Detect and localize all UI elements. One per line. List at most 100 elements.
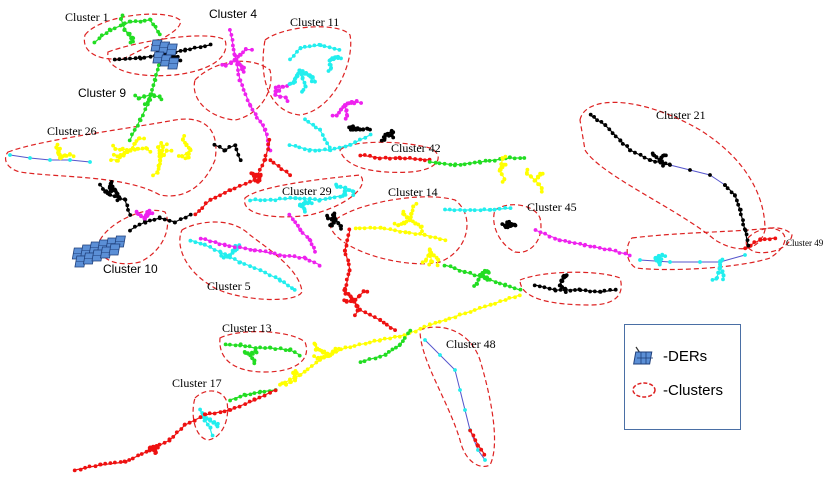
bus-node [388,156,392,161]
bus-node [212,142,217,147]
bus-node [229,33,234,37]
bus-node [628,148,633,153]
bus-node [312,354,316,358]
bus-node [343,144,348,149]
cluster-label-42: Cluster 42 [391,141,441,155]
bus-node [553,236,557,241]
bus-node [238,78,243,83]
bus-node [167,218,172,223]
bus-node [227,244,232,249]
bus-node [653,255,658,260]
bus-node [133,141,137,146]
bus-node [478,208,483,213]
bus-node [442,161,447,166]
bus-node [330,113,335,118]
bus-node [428,235,433,239]
bus-node [393,328,397,332]
bus-node [620,142,625,146]
bus-node [252,248,257,253]
bus-node [263,198,267,203]
bus-node [468,310,473,314]
bus-node [200,206,205,211]
bus-node [228,28,232,32]
bus-node [497,168,502,173]
bus-node [273,89,278,94]
bus-node [323,197,328,201]
bus-node [249,171,254,176]
bus-node [319,355,323,360]
bus-node [409,211,414,216]
bus-node [188,238,193,243]
bus-node [103,461,108,466]
bus-node [208,245,213,249]
bus-node [443,207,447,212]
bus-node [567,240,572,245]
bus-node [287,212,292,217]
bus-node [236,68,240,72]
bus-node [508,155,512,160]
cluster-10-boundary [98,209,169,265]
bus-node [268,390,272,395]
cluster-label-11: Cluster 11 [290,15,340,29]
bus-node [317,348,322,352]
bus-node [165,142,169,147]
bus-node [128,56,132,61]
bus-node [343,252,348,257]
bus-node [243,344,248,349]
bus-node [558,283,563,288]
bus-node [282,280,286,285]
bus-node [151,83,156,88]
bus-node [253,197,258,202]
bus-node [143,220,148,225]
bus-node [83,465,87,470]
bus-node [414,201,419,206]
bus-node [453,162,458,167]
bus-node [167,437,172,442]
bus-node [419,224,424,229]
bus-node [343,291,348,296]
bus-node [338,185,343,189]
bus-node [553,288,558,293]
bus-node [513,223,518,228]
bus-node [373,155,377,160]
bus-node [325,141,329,146]
bus-node [128,213,133,217]
bus-node [379,138,384,143]
bus-node [302,196,307,201]
bus-node [386,350,391,354]
bus-node [720,270,724,275]
bus-node [698,260,702,264]
bus-node [263,249,268,254]
bus-node [263,127,268,132]
bus-node [309,364,314,368]
bus-node [306,119,311,124]
bus-node [240,83,245,87]
cluster-label-4: Cluster 4 [209,7,258,21]
bus-node [316,355,320,360]
bus-node [627,253,632,258]
bus-node [394,345,398,350]
bus-node [308,74,313,79]
bus-node [413,232,418,237]
bus-node [481,274,485,278]
bus-node [130,36,134,40]
bus-node [377,338,382,343]
bus-node [547,234,552,239]
cluster-label-9: Cluster 9 [78,86,127,100]
bus-node [500,222,505,227]
bus-node [477,305,482,310]
bus-node [156,145,160,150]
bus-node [300,89,304,94]
bus-node [401,209,406,214]
bus-node [423,338,427,342]
bus-node [142,94,147,99]
bus-node [313,347,318,352]
bus-node [743,253,747,257]
bus-node [536,182,540,187]
bus-node [476,448,480,452]
bus-node [298,46,303,50]
bus-node [468,208,473,212]
cluster-13-boundary [219,331,308,373]
legend-ders-row: -DERs [631,345,707,367]
bus-node [660,253,665,258]
